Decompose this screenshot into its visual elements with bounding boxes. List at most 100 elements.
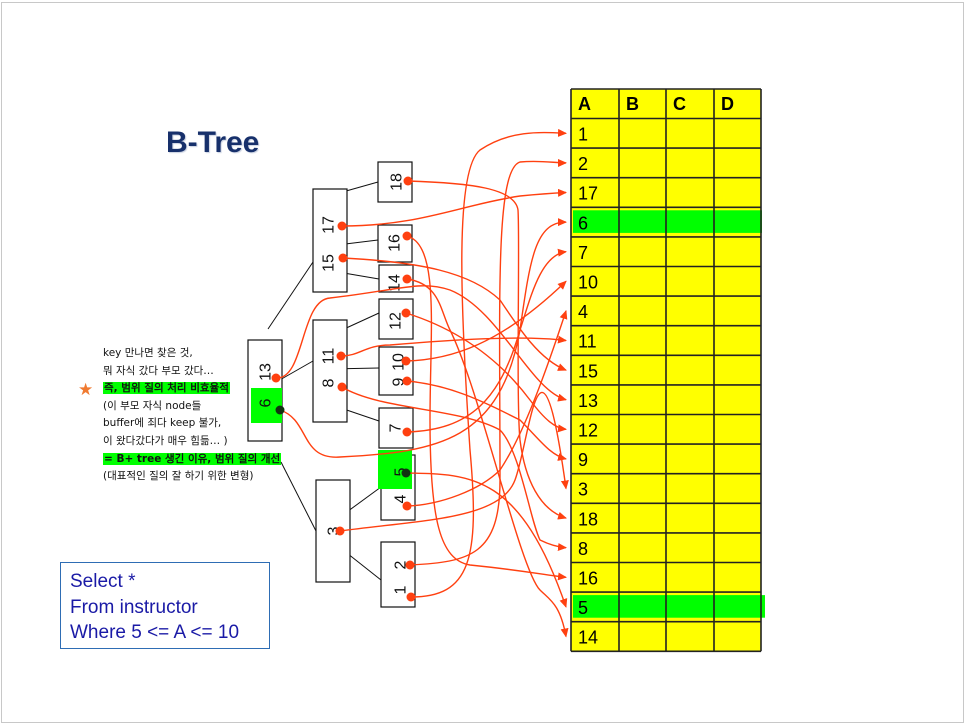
- pointer-arrow-15: [342, 257, 567, 371]
- pointer-arrow-5: [405, 472, 568, 608]
- table-cell-a: 1: [578, 125, 588, 145]
- pointer-dot: [401, 468, 411, 478]
- pointer-dot: [403, 176, 413, 186]
- pointer-arrow-17: [341, 188, 567, 227]
- pointer-arrow-18: [407, 180, 567, 520]
- highlighted-row: [573, 595, 765, 618]
- sql-line-from: From instructor: [70, 596, 198, 618]
- leaf-node-key: 18: [389, 173, 406, 191]
- pointer-dot: [336, 351, 346, 361]
- internal-node-key: 15: [321, 254, 338, 272]
- pointer-arrow-16: [406, 235, 567, 581]
- pointer-dot: [337, 382, 347, 392]
- sql-line-select: Select *: [70, 571, 136, 592]
- pointer-dot: [402, 427, 412, 437]
- table-cell-a: 6: [578, 213, 588, 233]
- table-header-c: C: [673, 94, 686, 114]
- pointer-dot: [401, 308, 411, 318]
- leaf-node-key: 7: [388, 423, 405, 432]
- internal-node: [312, 319, 348, 423]
- pointer-arrow-7: [406, 248, 567, 433]
- tree-edge: [280, 461, 317, 532]
- table-cell-a: 11: [578, 332, 597, 352]
- leaf-node-key: 16: [387, 234, 404, 252]
- pointer-arrow-10: [405, 280, 567, 362]
- pointer-dot: [405, 560, 415, 570]
- pointer-arrow-2: [409, 158, 567, 566]
- pointer-dot: [337, 221, 347, 231]
- root-highlight: [251, 388, 282, 423]
- internal-node: [312, 188, 348, 293]
- table-cell-a: 10: [578, 273, 598, 293]
- pointer-arrow-13: [275, 285, 567, 402]
- pointer-dot: [402, 231, 412, 241]
- pointer-dot: [275, 405, 285, 415]
- table-cell-a: 16: [578, 569, 598, 589]
- slide-title: B-Tree: [166, 126, 260, 159]
- table-cell-a: 4: [578, 302, 588, 322]
- table-cell-a: 2: [578, 154, 588, 174]
- internal-node-key: 8: [321, 378, 338, 387]
- leaf-node-key: 2: [393, 560, 410, 569]
- table-cell-a: 15: [578, 361, 598, 381]
- table-cell-a: 12: [578, 421, 598, 441]
- highlighted-row: [573, 210, 762, 233]
- sql-query-box: Select * From instructor Where 5 <= A <=…: [60, 562, 270, 649]
- table-cell-a: 17: [578, 184, 598, 204]
- pointer-dot: [335, 526, 345, 536]
- pointer-arrow-12: [405, 312, 567, 433]
- pointer-arrow-8: [341, 386, 567, 551]
- internal-node-key: 17: [321, 216, 338, 234]
- note-line: key 만나면 찾은 것,: [103, 347, 193, 359]
- pointer-arrow-11: [340, 335, 567, 357]
- table-cell-a: 8: [578, 539, 588, 559]
- leaf-node-key: 5: [393, 467, 410, 476]
- pointer-arrow-1: [410, 128, 567, 598]
- pointer-dot: [402, 274, 412, 284]
- record-pointers: [271, 128, 569, 638]
- note-line: 뭐 자식 갔다 부모 갔다…: [103, 364, 214, 377]
- leaf-node-key: 12: [388, 312, 405, 330]
- pointer-dot: [402, 501, 412, 511]
- pointer-dot: [271, 373, 281, 383]
- leaf-node-key: 1: [393, 585, 410, 594]
- internal-node-key: 3: [326, 526, 343, 535]
- table-cell-a: 7: [578, 243, 588, 263]
- leaf-node-key: 9: [391, 377, 408, 386]
- leaf-node: [378, 407, 414, 449]
- table-cell-a: 9: [578, 450, 588, 470]
- pointer-arrow-4: [406, 309, 568, 507]
- star-icon: ★: [78, 380, 94, 399]
- table-cell-a: 14: [578, 628, 598, 648]
- notes-block: key 만나면 찾은 것, 뭐 자식 갔다 부모 갔다… 즉, 범위 질의 처리…: [103, 345, 282, 486]
- pointer-arrow-3: [339, 391, 569, 532]
- pointer-dot: [338, 253, 348, 263]
- internal-node-key: 11: [321, 348, 338, 365]
- note-line-highlighted: = B+ tree 생긴 이유, 범위 질의 개선: [103, 452, 282, 465]
- pointer-arrow-6: [279, 218, 567, 458]
- table-cell-a: 13: [578, 391, 598, 411]
- leaf-node: [377, 224, 413, 263]
- leaf-node: [378, 346, 414, 396]
- table-cell-a: 3: [578, 480, 588, 500]
- table-cell-a: 18: [578, 509, 598, 529]
- pointer-arrow-9: [406, 380, 567, 461]
- sql-line-where: Where 5 <= A <= 10: [70, 622, 240, 643]
- table-cell-a: 5: [578, 598, 588, 618]
- note-line: (이 부모 자식 node들: [103, 399, 202, 412]
- tree-edge: [277, 360, 314, 382]
- note-line: buffer에 죄다 keep 불가,: [103, 417, 222, 430]
- note-line: 이 왔다갔다가 매우 힘듦… ): [103, 434, 228, 447]
- pointer-dot: [401, 356, 411, 366]
- table-header-d: D: [721, 94, 734, 114]
- note-line: (대표적인 질의 잘 하기 위한 변형): [103, 470, 254, 483]
- tree-edge: [267, 261, 314, 330]
- pointer-arrow-14: [406, 278, 569, 638]
- leaf-node: [378, 298, 414, 340]
- pointer-dot: [406, 592, 416, 602]
- table-header-b: B: [626, 94, 639, 114]
- pointer-dot: [402, 376, 412, 386]
